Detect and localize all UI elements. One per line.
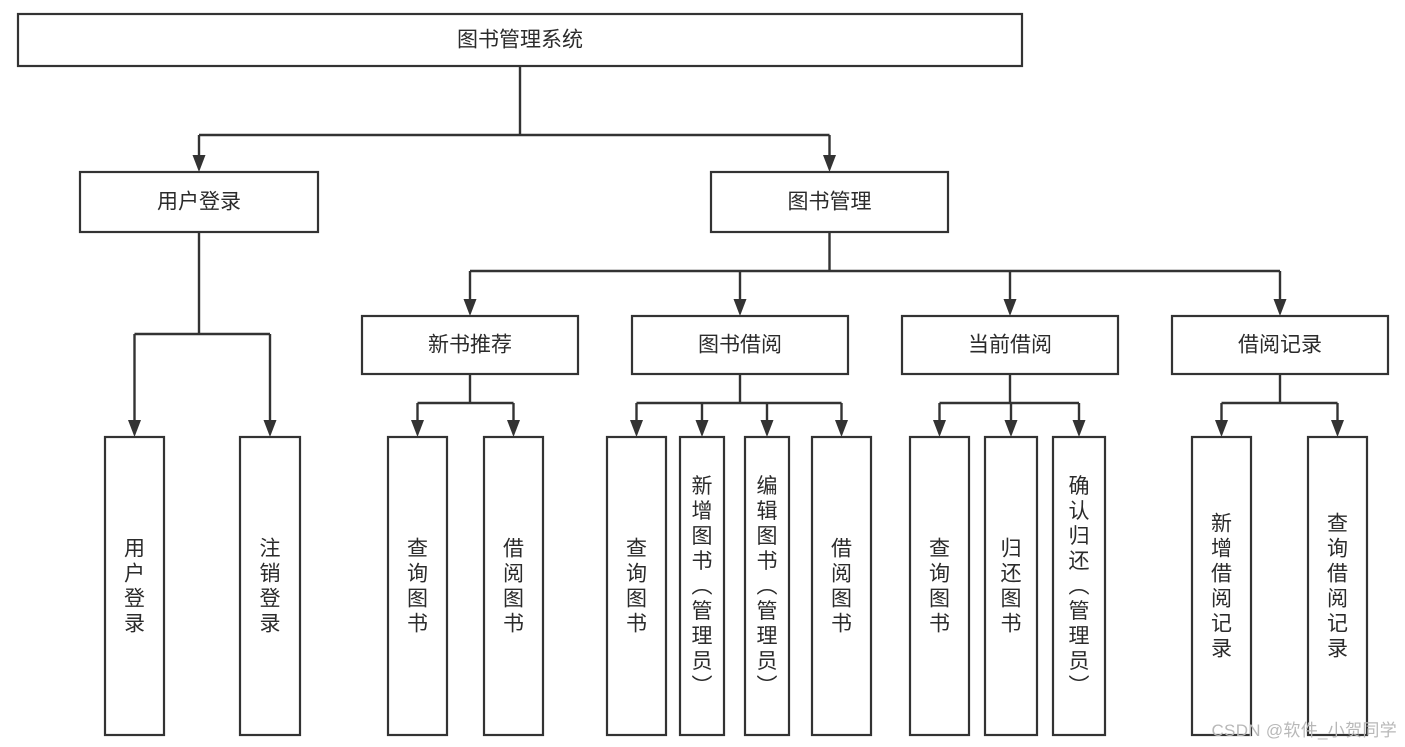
node-box — [103, 435, 166, 737]
node-label: 查询图书 — [626, 538, 647, 636]
node-leaf-confirm-return[interactable]: 确认归还︵管理员︶ — [1051, 435, 1107, 737]
node-box — [16, 12, 1024, 68]
node-book-borrow[interactable]: 图书借阅 — [630, 314, 850, 376]
connector-arrowhead — [630, 420, 643, 437]
node-box — [78, 170, 320, 234]
node-box — [1051, 435, 1107, 737]
node-label: 新增图书︵管理员︶ — [692, 475, 713, 698]
node-box — [743, 435, 791, 737]
node-label: 新书推荐 — [428, 334, 512, 357]
connector-arrowhead — [1072, 420, 1086, 437]
connector-arrowhead — [1273, 299, 1287, 316]
node-leaf-query-book-rec[interactable]: 查询图书 — [386, 435, 449, 737]
node-box — [709, 170, 950, 234]
connector-arrowhead — [411, 420, 424, 437]
connector-arrowhead — [823, 155, 836, 172]
node-leaf-query-book-borrow[interactable]: 查询图书 — [605, 435, 668, 737]
connector-arrowhead — [1215, 420, 1228, 437]
edges-layer — [128, 66, 1344, 437]
node-leaf-add-record[interactable]: 新增借阅记录 — [1190, 435, 1253, 737]
node-leaf-borrow-book[interactable]: 借阅图书 — [810, 435, 873, 737]
connector-arrowhead — [128, 420, 141, 437]
node-leaf-user-logout[interactable]: 注销登录 — [238, 435, 302, 737]
node-current-borrow[interactable]: 当前借阅 — [900, 314, 1120, 376]
node-box — [983, 435, 1039, 737]
node-label: 新增借阅记录 — [1211, 513, 1232, 661]
connector-arrowhead — [192, 155, 206, 172]
node-box — [630, 314, 850, 376]
node-label: 编辑图书︵管理员︶ — [757, 475, 778, 698]
connector-arrowhead — [463, 299, 477, 316]
node-box — [678, 435, 726, 737]
node-borrow-record[interactable]: 借阅记录 — [1170, 314, 1390, 376]
node-label: 借阅图书 — [503, 538, 524, 636]
node-leaf-borrow-book-rec[interactable]: 借阅图书 — [482, 435, 545, 737]
connector-arrowhead — [733, 299, 747, 316]
node-box — [1170, 314, 1390, 376]
node-label: 借阅记录 — [1238, 334, 1322, 357]
connector-arrowhead — [933, 420, 946, 437]
node-leaf-query-book-cur[interactable]: 查询图书 — [908, 435, 971, 737]
node-box — [810, 435, 873, 737]
connector-arrowhead — [263, 420, 277, 437]
connector-arrowhead — [1003, 299, 1017, 316]
node-box — [386, 435, 449, 737]
node-box — [900, 314, 1120, 376]
node-new-book-rec[interactable]: 新书推荐 — [360, 314, 580, 376]
node-label: 注销登录 — [260, 538, 281, 636]
node-book-manage[interactable]: 图书管理 — [709, 170, 950, 234]
node-box — [605, 435, 668, 737]
node-box — [908, 435, 971, 737]
node-user-login[interactable]: 用户登录 — [78, 170, 320, 234]
node-box — [482, 435, 545, 737]
node-box — [1306, 435, 1369, 737]
connector-arrowhead — [1331, 420, 1344, 437]
watermark: CSDN @软件_小贺同学 — [1211, 721, 1397, 740]
nodes-layer: 图书管理系统用户登录图书管理新书推荐图书借阅当前借阅借阅记录用户登录注销登录查询… — [16, 12, 1390, 737]
node-root[interactable]: 图书管理系统 — [16, 12, 1024, 68]
node-label: 查询借阅记录 — [1327, 513, 1348, 661]
node-box — [1190, 435, 1253, 737]
connector-arrowhead — [760, 420, 774, 437]
node-label: 图书借阅 — [698, 334, 782, 357]
node-box — [238, 435, 302, 737]
node-box — [360, 314, 580, 376]
node-label: 用户登录 — [124, 538, 145, 636]
connector-arrowhead — [1004, 420, 1018, 437]
node-label: 归还图书 — [1001, 538, 1022, 636]
node-leaf-query-record[interactable]: 查询借阅记录 — [1306, 435, 1369, 737]
node-leaf-user-login[interactable]: 用户登录 — [103, 435, 166, 737]
node-label: 确认归还︵管理员︶ — [1069, 475, 1090, 698]
node-leaf-return-book[interactable]: 归还图书 — [983, 435, 1039, 737]
node-leaf-add-book[interactable]: 新增图书︵管理员︶ — [678, 435, 726, 737]
node-label: 查询图书 — [929, 538, 950, 636]
node-label: 当前借阅 — [968, 334, 1052, 357]
node-label: 借阅图书 — [831, 538, 852, 636]
node-label: 图书管理 — [788, 191, 872, 214]
node-label: 查询图书 — [407, 538, 428, 636]
connector-arrowhead — [507, 420, 520, 437]
node-leaf-edit-book[interactable]: 编辑图书︵管理员︶ — [743, 435, 791, 737]
node-label: 图书管理系统 — [457, 29, 583, 52]
connector-arrowhead — [835, 420, 848, 437]
connector-arrowhead — [695, 420, 709, 437]
node-label: 用户登录 — [157, 191, 241, 214]
